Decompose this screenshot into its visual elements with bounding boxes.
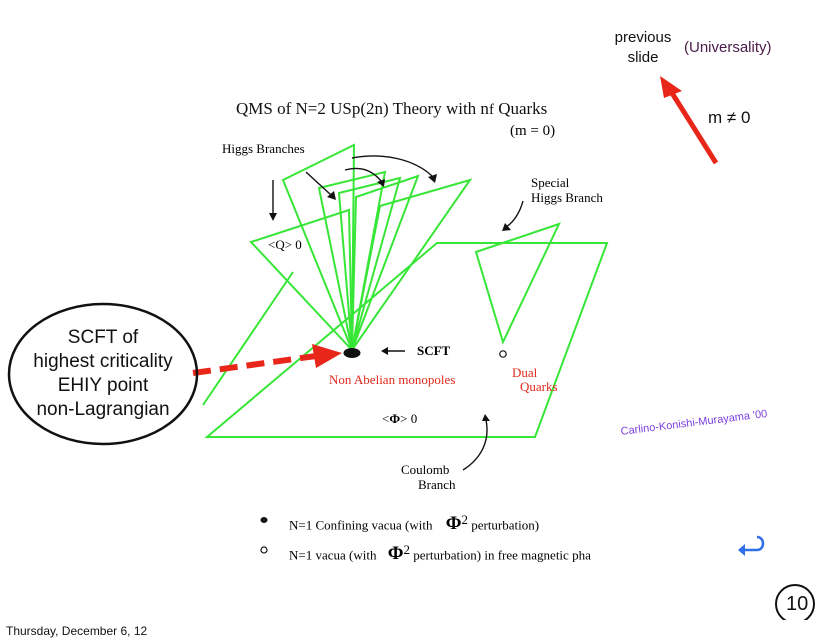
red-arrow-previous <box>660 76 719 165</box>
footer-bar <box>0 620 830 644</box>
scft-description: SCFT of highest criticality EHIY point n… <box>33 327 173 420</box>
diagram-canvas <box>7 76 815 620</box>
higgs-branch-1 <box>249 208 354 353</box>
red-dashed-arrow <box>192 344 342 376</box>
legend-free-magnetic-vacua: N=1 vacua (with Φ2 perturbation) in free… <box>289 542 591 565</box>
higgs-branch-2 <box>281 143 356 351</box>
legend-open-dot <box>260 546 268 554</box>
previous-slide-link[interactable]: previous slide <box>614 29 672 66</box>
massless-label: (m = 0) <box>510 123 556 139</box>
coulomb-branch-label: Coulomb Branch <box>401 462 456 492</box>
non-abelian-monopoles-label: Non Abelian monopoles <box>329 372 456 387</box>
scft-label: SCFT <box>417 343 451 358</box>
label-arrows <box>269 155 524 471</box>
q-vev-label: <Q> 0 <box>268 237 302 252</box>
page-number-circle <box>775 584 815 620</box>
higgs-branches-label: Higgs Branches <box>222 141 305 156</box>
coulomb-plane-left-edge <box>202 271 294 406</box>
dual-quarks-point <box>499 350 507 358</box>
return-arrow-icon[interactable] <box>735 534 769 560</box>
dual-quarks-label: Dual Quarks <box>512 365 558 394</box>
footer-date: Thursday, December 6, 12 <box>6 624 148 638</box>
slide: QMS of N=2 USp(2n) Theory with nf Quarks… <box>0 29 830 621</box>
higgs-branch-5 <box>351 174 420 351</box>
special-higgs-label: Special Higgs Branch <box>531 175 603 205</box>
scft-point <box>343 348 361 358</box>
universality-label: (Universality) <box>684 39 772 56</box>
higgs-branch-4 <box>337 176 402 351</box>
higgs-branch-6 <box>351 178 473 351</box>
special-higgs-triangle <box>474 222 561 345</box>
diagram-title: QMS of N=2 USp(2n) Theory with nf Quarks <box>236 99 548 118</box>
scft-oval <box>7 302 199 446</box>
page-number: 10 <box>786 593 809 615</box>
massive-label: m ≠ 0 <box>708 108 751 127</box>
qms-planes <box>202 143 609 438</box>
legend-confining-vacua: N=1 Confining vacua (with Φ2 perturbatio… <box>289 512 540 535</box>
phi-vev-label: <Φ> 0 <box>382 411 418 426</box>
legend-filled-dot <box>260 517 268 523</box>
